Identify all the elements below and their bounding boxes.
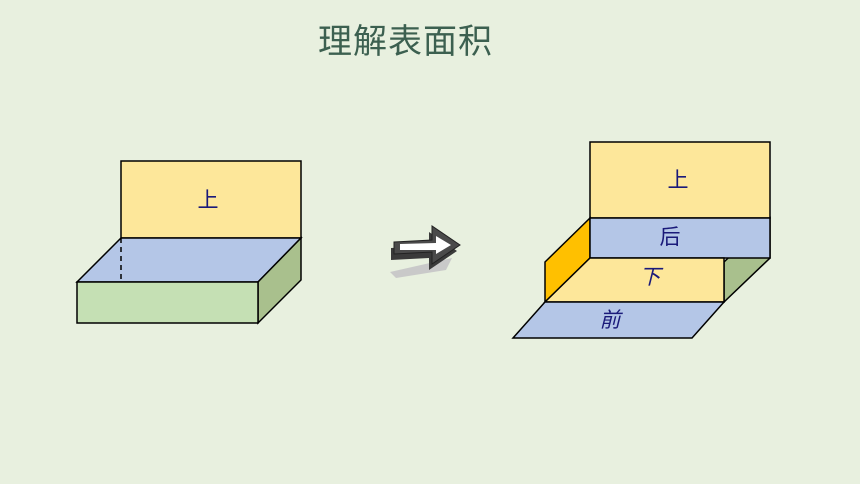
open-box-lid-label: 上	[198, 188, 219, 212]
unfolded-box: 上 后 下 前	[511, 141, 771, 339]
unfolded-bottom-label: 下	[640, 265, 664, 289]
unfolded-top-label: 上	[668, 168, 689, 192]
unfolded-back-label: 后	[660, 225, 681, 249]
page-title: 理解表面积	[318, 22, 493, 62]
right-arrow-icon	[390, 225, 461, 278]
unfolded-top-face	[589, 141, 771, 219]
open-box-lid	[120, 160, 302, 239]
unfolded-back-face	[589, 217, 771, 259]
open-box-front-face	[76, 281, 259, 324]
unfolded-front-face	[511, 301, 726, 339]
unfolded-front-label: 前	[600, 308, 624, 332]
open-box: 上	[75, 160, 303, 325]
